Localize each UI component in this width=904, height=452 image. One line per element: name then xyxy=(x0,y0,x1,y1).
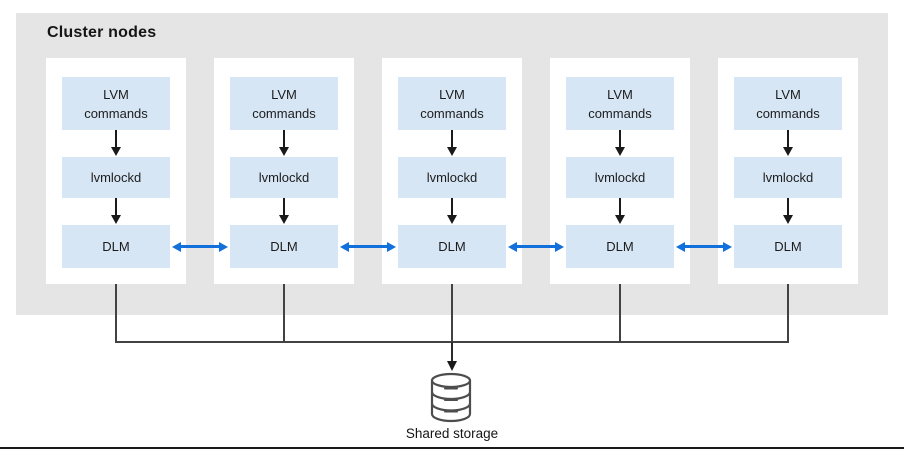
dlm-label: DLM xyxy=(270,239,298,254)
lvmlockd-box: lvmlockd xyxy=(566,157,674,198)
lvm-commands-label-line1: LVM xyxy=(607,86,633,102)
arrow-right-head-icon xyxy=(219,241,228,252)
lvmlockd-label: lvmlockd xyxy=(426,170,478,185)
arrow-shaft xyxy=(181,245,219,248)
arrow-left-head-icon xyxy=(508,241,517,252)
arrow-shaft xyxy=(517,245,555,248)
dlm-label: DLM xyxy=(102,239,130,254)
arrow-shaft xyxy=(349,245,387,248)
lvmlockd-label: lvmlockd xyxy=(594,170,646,185)
node5-drop-line xyxy=(787,284,789,342)
dlm-bidirectional-arrow-4 xyxy=(676,241,732,252)
down-arrow-shaft xyxy=(451,198,453,216)
dlm-box: DLM xyxy=(734,225,842,268)
arrow-right-head-icon xyxy=(387,241,396,252)
node3-drop-line xyxy=(451,284,453,342)
lvm-commands-box: LVM commands xyxy=(230,77,338,130)
dlm-bidirectional-arrow-2 xyxy=(340,241,396,252)
node-column-3: LVM commands lvmlockd DLM xyxy=(382,58,522,284)
down-arrow-head-icon xyxy=(614,147,625,156)
down-arrow-head-icon xyxy=(278,215,289,224)
down-arrow-shaft xyxy=(115,198,117,216)
dlm-box: DLM xyxy=(230,225,338,268)
storage-arrow-head-icon xyxy=(446,361,457,371)
arrow-shaft xyxy=(685,245,723,248)
down-arrow-shaft xyxy=(283,198,285,216)
lvmlockd-box: lvmlockd xyxy=(734,157,842,198)
down-arrow-head-icon xyxy=(110,215,121,224)
lvm-commands-label-line1: LVM xyxy=(775,86,801,102)
dlm-label: DLM xyxy=(606,239,634,254)
lvm-commands-label-line1: LVM xyxy=(271,86,297,102)
down-arrow-shaft xyxy=(451,130,453,148)
lvm-commands-label-line2: commands xyxy=(84,105,148,121)
lvm-commands-box: LVM commands xyxy=(734,77,842,130)
down-arrow-head-icon xyxy=(782,215,793,224)
dlm-box: DLM xyxy=(62,225,170,268)
down-arrow-shaft xyxy=(787,198,789,216)
cluster-title: Cluster nodes xyxy=(47,24,157,41)
lvmlockd-box: lvmlockd xyxy=(230,157,338,198)
storage-label: Shared storage xyxy=(405,426,499,441)
arrow-left-head-icon xyxy=(340,241,349,252)
down-arrow-head-icon xyxy=(614,215,625,224)
lvmlockd-box: lvmlockd xyxy=(62,157,170,198)
node1-drop-line xyxy=(115,284,117,342)
lvm-commands-box: LVM commands xyxy=(398,77,506,130)
lvm-commands-box: LVM commands xyxy=(566,77,674,130)
lvm-commands-label-line1: LVM xyxy=(103,86,129,102)
lvm-commands-label-line2: commands xyxy=(756,105,820,121)
storage-arrow-shaft xyxy=(451,342,453,363)
dlm-label: DLM xyxy=(774,239,802,254)
figure-bottom-border xyxy=(0,447,904,449)
down-arrow-head-icon xyxy=(110,147,121,156)
dlm-label: DLM xyxy=(438,239,466,254)
node-column-1: LVM commands lvmlockd DLM xyxy=(46,58,186,284)
down-arrow-head-icon xyxy=(278,147,289,156)
dlm-box: DLM xyxy=(566,225,674,268)
lvm-commands-label-line1: LVM xyxy=(439,86,465,102)
dlm-bidirectional-arrow-1 xyxy=(172,241,228,252)
down-arrow-shaft xyxy=(115,130,117,148)
lvm-commands-label-line2: commands xyxy=(588,105,652,121)
down-arrow-shaft xyxy=(619,198,621,216)
lvmlockd-box: lvmlockd xyxy=(398,157,506,198)
node-column-4: LVM commands lvmlockd DLM xyxy=(550,58,690,284)
database-cylinder-icon xyxy=(428,372,474,429)
arrow-right-head-icon xyxy=(555,241,564,252)
down-arrow-shaft xyxy=(283,130,285,148)
converge-horizontal-line xyxy=(115,341,789,343)
down-arrow-head-icon xyxy=(446,215,457,224)
arrow-left-head-icon xyxy=(172,241,181,252)
node-column-2: LVM commands lvmlockd DLM xyxy=(214,58,354,284)
lvm-commands-label-line2: commands xyxy=(420,105,484,121)
lvmlockd-label: lvmlockd xyxy=(762,170,814,185)
arrow-left-head-icon xyxy=(676,241,685,252)
lvmlockd-label: lvmlockd xyxy=(90,170,142,185)
node-column-5: LVM commands lvmlockd DLM xyxy=(718,58,858,284)
down-arrow-shaft xyxy=(619,130,621,148)
arrow-right-head-icon xyxy=(723,241,732,252)
dlm-box: DLM xyxy=(398,225,506,268)
down-arrow-head-icon xyxy=(446,147,457,156)
node2-drop-line xyxy=(283,284,285,342)
down-arrow-shaft xyxy=(787,130,789,148)
lvmlockd-label: lvmlockd xyxy=(258,170,310,185)
down-arrow-head-icon xyxy=(782,147,793,156)
dlm-bidirectional-arrow-3 xyxy=(508,241,564,252)
lvm-commands-box: LVM commands xyxy=(62,77,170,130)
node4-drop-line xyxy=(619,284,621,342)
lvm-commands-label-line2: commands xyxy=(252,105,316,121)
